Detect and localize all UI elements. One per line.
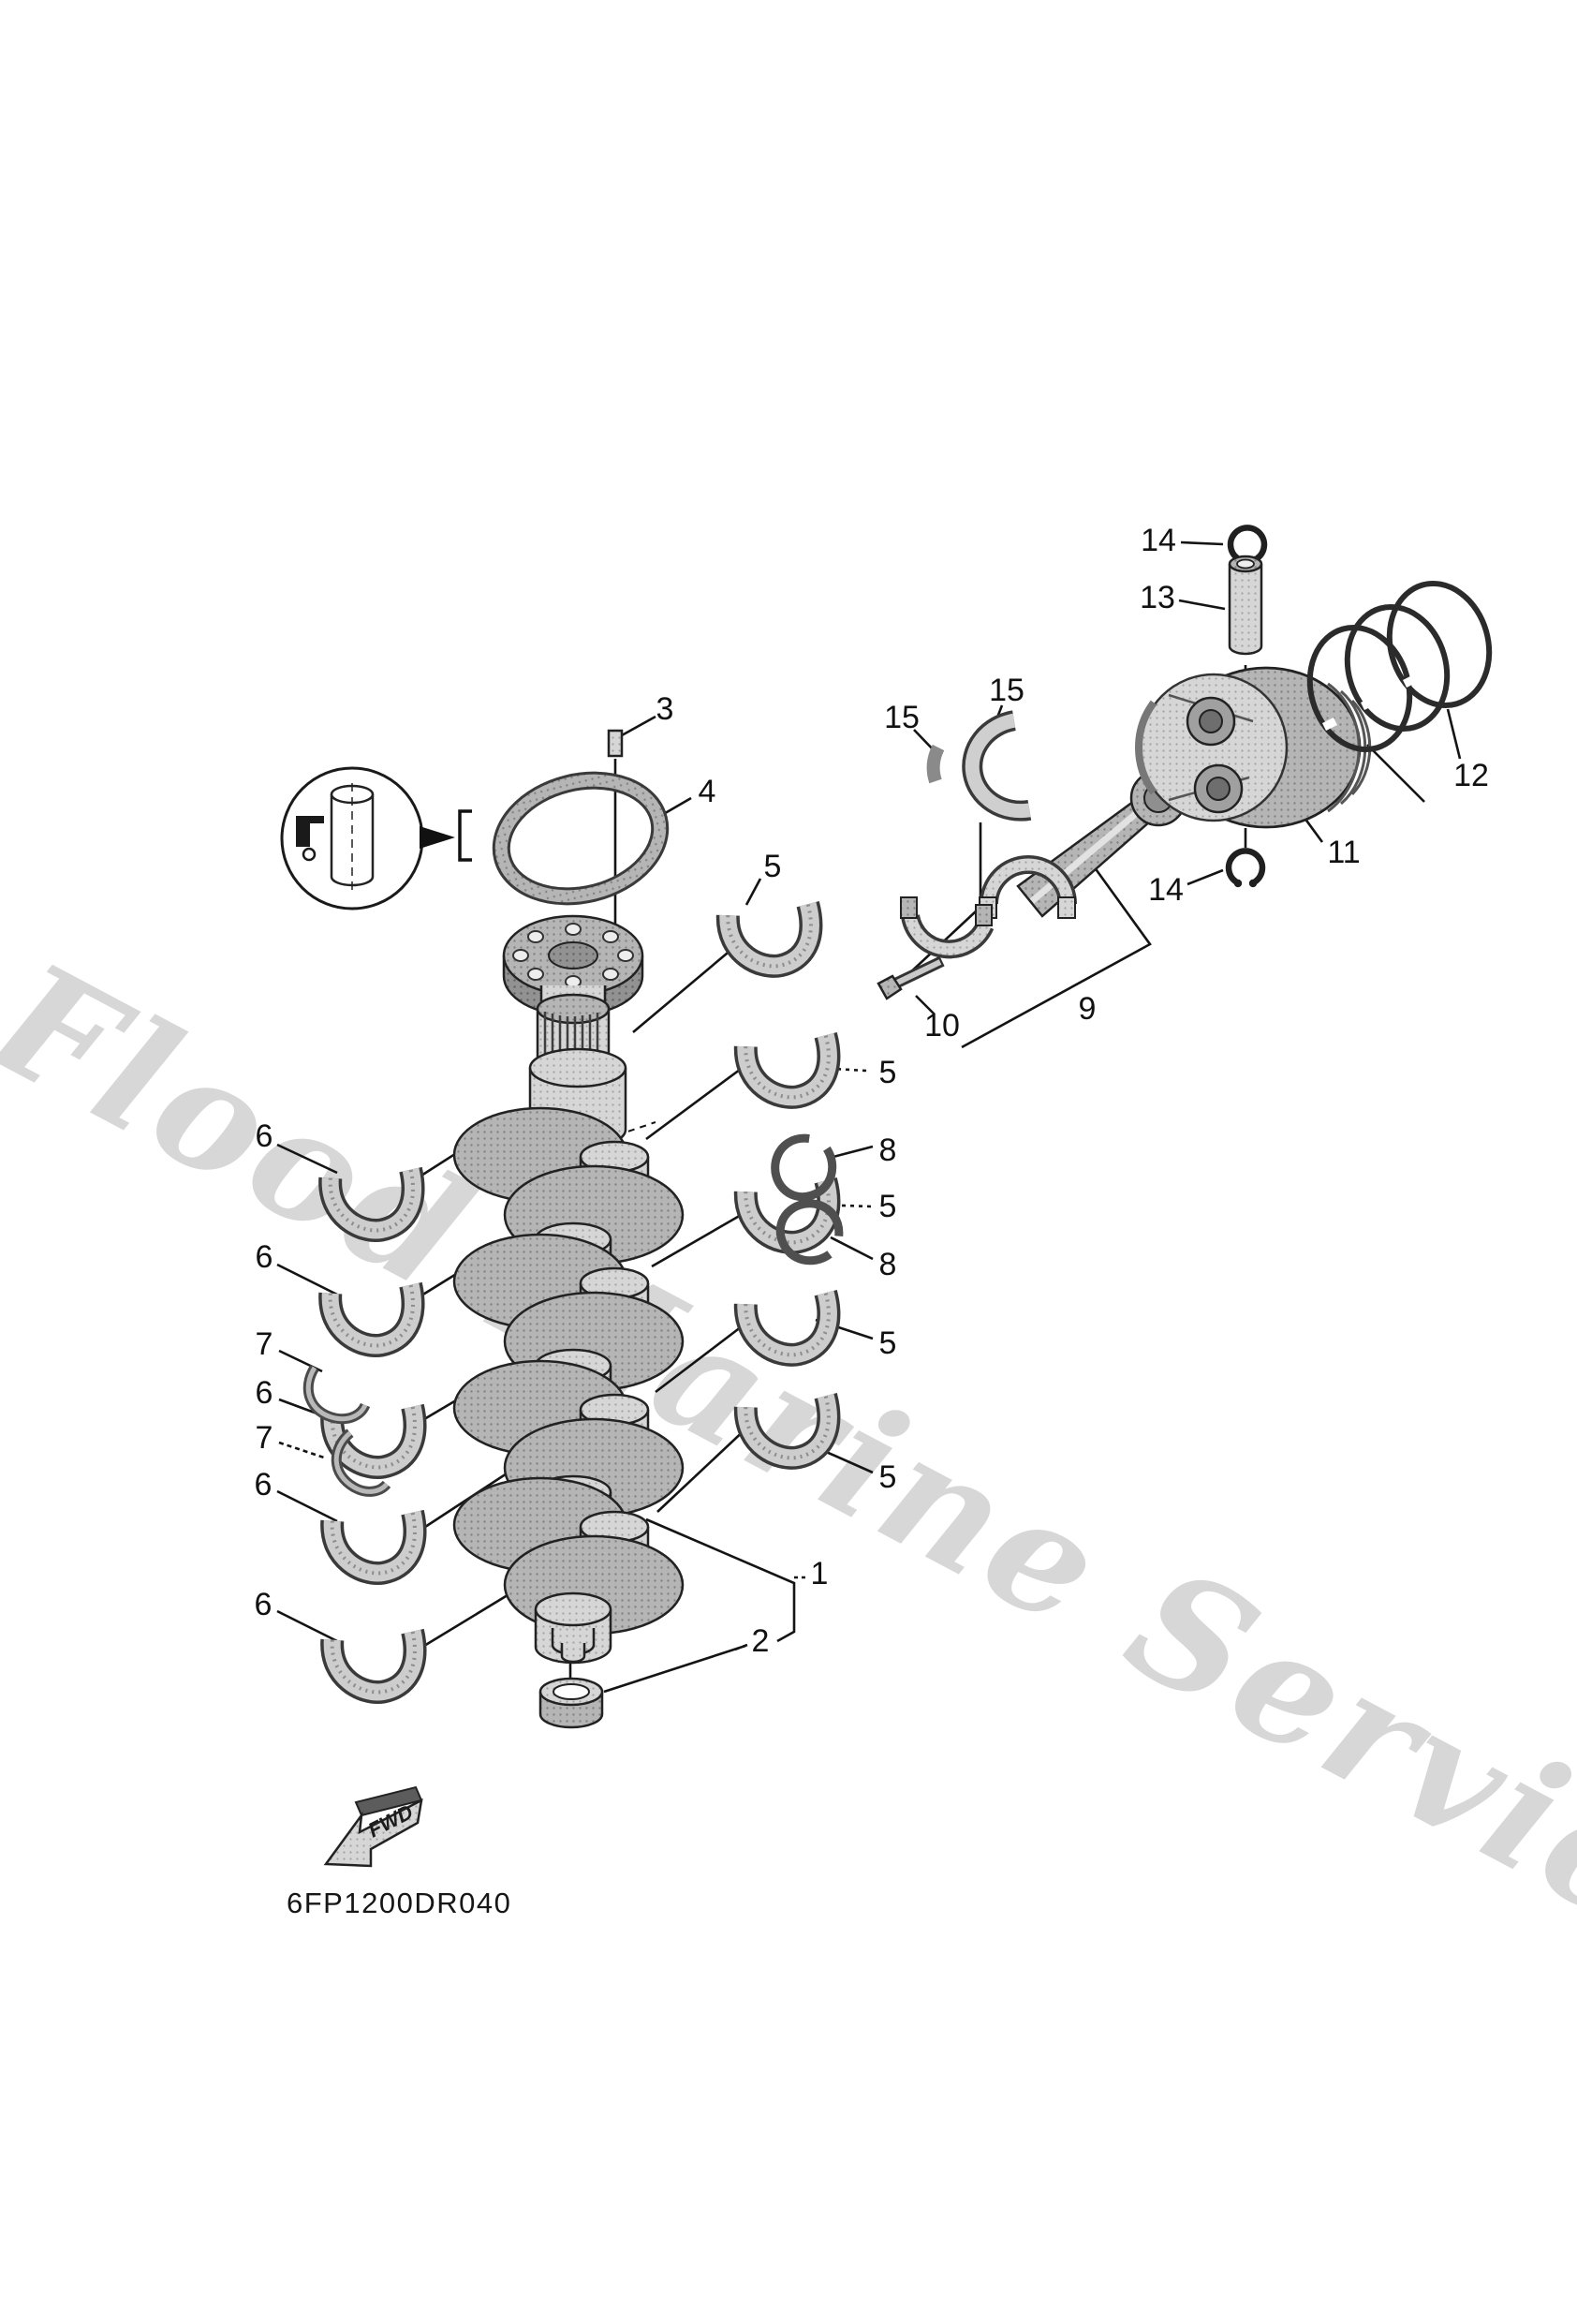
part-label-5: 5 — [878, 1325, 897, 1361]
part-label-8: 8 — [878, 1247, 897, 1282]
part-label-15: 15 — [884, 700, 920, 735]
part-label-9: 9 — [1078, 991, 1097, 1027]
part-label-7: 7 — [255, 1420, 273, 1456]
part-label-11: 11 — [1327, 835, 1361, 870]
part-label-5: 5 — [878, 1459, 897, 1495]
fwd-direction-arrow: FWD — [323, 1785, 423, 1868]
part-label-5: 5 — [878, 1055, 897, 1090]
pointer-arrow-icon — [420, 826, 455, 849]
part-label-5: 5 — [763, 849, 782, 884]
part-label-14: 14 — [1141, 523, 1176, 558]
main-bearing-shells-lower — [329, 1164, 422, 1699]
part-label-2: 2 — [751, 1623, 770, 1659]
part-label-15: 15 — [989, 673, 1024, 708]
seal-detail-magnifier — [280, 766, 472, 910]
part-label-1: 1 — [810, 1556, 829, 1591]
part-label-8: 8 — [878, 1132, 897, 1168]
crankshaft — [452, 914, 685, 1665]
part-label-3: 3 — [656, 691, 674, 727]
part-label-6: 6 — [255, 1118, 273, 1154]
part-label-7: 7 — [255, 1326, 273, 1362]
part-label-6: 6 — [254, 1587, 273, 1622]
part-label-5: 5 — [878, 1189, 897, 1224]
rod-bolt — [877, 955, 945, 1000]
part-label-13: 13 — [1140, 580, 1175, 615]
drawing-code: 6FP1200DR040 — [287, 1887, 512, 1919]
part-label-6: 6 — [255, 1239, 273, 1275]
flange-bolt-holes — [512, 923, 634, 988]
crank-bushing — [538, 1677, 604, 1729]
part-label-10: 10 — [924, 1008, 960, 1044]
piston-assembly — [1135, 527, 1493, 887]
part-label-14: 14 — [1148, 872, 1184, 908]
part-label-6: 6 — [254, 1467, 273, 1502]
part-label-6: 6 — [255, 1375, 273, 1411]
woodruff-key — [607, 729, 624, 758]
part-label-12: 12 — [1453, 758, 1489, 793]
o-ring — [492, 771, 670, 906]
piston-pin — [1228, 555, 1263, 656]
piston — [1135, 666, 1372, 829]
piston-rings — [1306, 580, 1493, 753]
part-label-4: 4 — [698, 774, 716, 809]
connecting-rod-assembly — [877, 710, 1187, 1000]
